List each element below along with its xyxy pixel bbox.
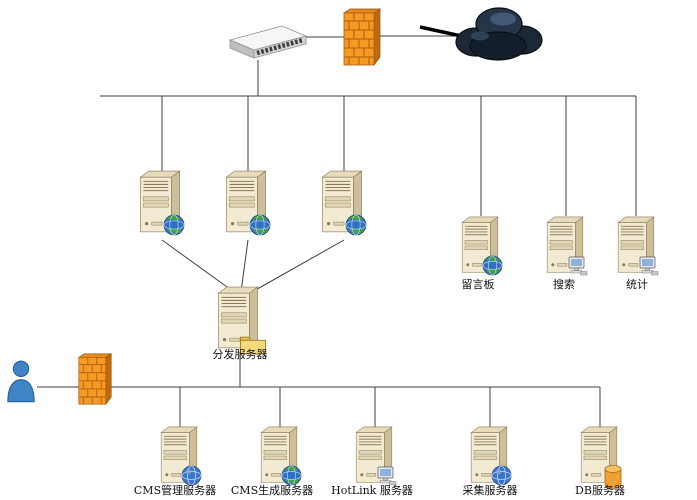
node-cms-admin-server: [154, 424, 206, 490]
node-firewall-top: [342, 6, 382, 68]
node-cms-gen-server: [254, 424, 306, 490]
node-hotlink-server: [349, 424, 401, 490]
globe-icon: [482, 255, 503, 276]
person-icon: [4, 360, 38, 404]
node-label-cms-admin: CMS管理服务器: [133, 484, 217, 497]
node-firewall-bottom: [77, 350, 113, 408]
node-label-search: 搜索: [553, 278, 575, 291]
monitor-icon: [639, 256, 659, 276]
node-label-message-board: 留言板: [461, 278, 495, 291]
firewall-icon: [77, 350, 113, 408]
node-web-server-1: [133, 168, 191, 240]
node-label-collect: 采集服务器: [462, 484, 518, 497]
node-web-server-2: [219, 168, 277, 240]
node-label-db: DB服务器: [575, 484, 625, 497]
node-switch: [226, 20, 310, 66]
monitor-icon: [568, 256, 588, 276]
switch-icon: [226, 20, 310, 66]
connection-line: [240, 239, 249, 293]
node-user-person: [4, 360, 38, 404]
connection-line: [161, 239, 235, 293]
node-label-distribution: 分发服务器: [212, 348, 268, 361]
node-label-stats: 统计: [626, 278, 648, 291]
node-stats-server: [611, 214, 663, 280]
node-search-server: [540, 214, 592, 280]
node-internet-cloud: [450, 2, 548, 66]
globe-icon: [249, 214, 271, 236]
node-collect-server: [464, 424, 516, 490]
node-label-hotlink: HotLink 服务器: [331, 484, 413, 497]
firewall-icon: [342, 6, 382, 68]
node-web-server-3: [315, 168, 373, 240]
globe-icon: [345, 214, 367, 236]
node-label-cms-gen: CMS生成服务器: [230, 484, 314, 497]
server-tower-icon: [217, 286, 259, 349]
node-db-server: [574, 424, 626, 490]
globe-icon: [163, 214, 185, 236]
cloud-icon: [450, 2, 548, 66]
node-message-board-server: [455, 214, 507, 280]
connection-line: [251, 239, 345, 293]
